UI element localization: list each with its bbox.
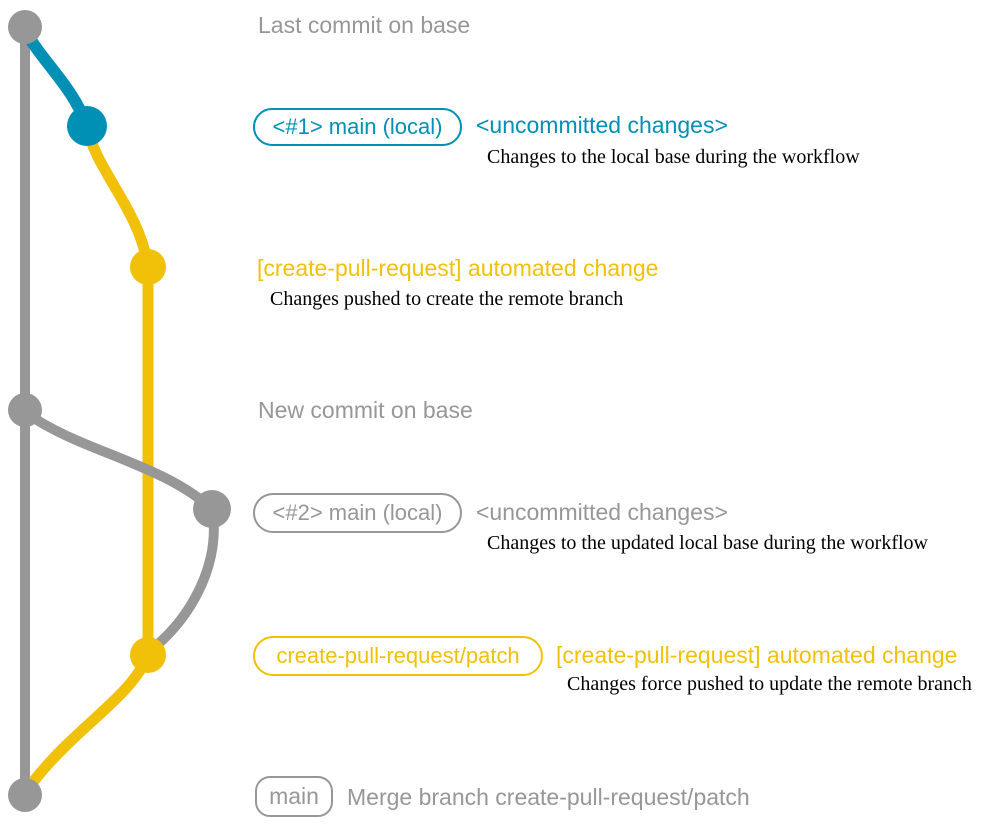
patch-branch-curve	[81, 120, 154, 273]
commit-dot-new-base	[8, 393, 42, 427]
badge-main-local-2: <#2> main (local)	[253, 493, 462, 533]
badge-patch-branch-text: create-pull-request/patch	[276, 643, 520, 668]
commit-dot-merge	[8, 778, 42, 812]
badge-main-text: main	[269, 783, 319, 809]
badge-main-local-1: <#1> main (local)	[253, 108, 462, 146]
label-uncommitted-changes-1: <uncommitted changes>	[476, 112, 728, 138]
commit-dot-local-2	[193, 490, 231, 528]
badge-main: main	[255, 776, 333, 817]
patch-merge-curve	[21, 649, 154, 796]
commit-dot-local-1	[67, 106, 107, 146]
updated-local-branch-curve	[20, 407, 217, 514]
caption-local-base-changes-1: Changes to the local base during the wor…	[487, 146, 860, 168]
caption-force-pushed-update: Changes force pushed to update the remot…	[567, 673, 972, 695]
git-graph	[8, 10, 231, 812]
badge-patch-branch: create-pull-request/patch	[253, 636, 543, 676]
commit-dot-patch-1	[130, 249, 166, 285]
badge-main-local-2-text: <#2> main (local)	[272, 500, 443, 525]
badge-main-local-1-text: <#1> main (local)	[272, 114, 443, 139]
label-new-commit-on-base: New commit on base	[258, 397, 473, 423]
label-automated-change-2: [create-pull-request] automated change	[556, 642, 958, 668]
updated-local-to-patch-curve	[145, 504, 219, 656]
label-merge-branch: Merge branch create-pull-request/patch	[347, 784, 750, 810]
label-last-commit-on-base: Last commit on base	[258, 12, 471, 38]
caption-pushed-create-branch: Changes pushed to create the remote bran…	[270, 288, 624, 310]
commit-dot-patch-2	[130, 637, 166, 673]
caption-local-base-changes-2: Changes to the updated local base during…	[487, 532, 928, 554]
commit-dot-last-base	[8, 10, 42, 44]
label-uncommitted-changes-2: <uncommitted changes>	[476, 499, 728, 525]
label-automated-change-1: [create-pull-request] automated change	[257, 255, 659, 281]
